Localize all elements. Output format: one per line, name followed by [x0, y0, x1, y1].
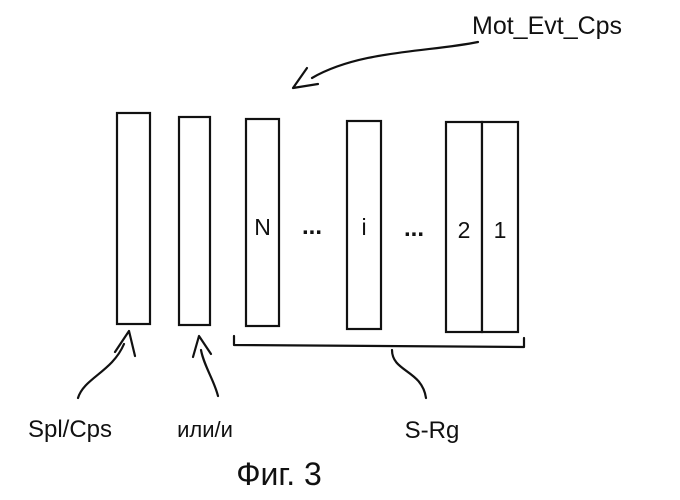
figure-caption: Фиг. 3 [236, 456, 322, 492]
mot-evt-cps-arrowhead [293, 68, 318, 88]
register-i-label: i [361, 214, 366, 240]
spl-cps-arrowhead [115, 331, 135, 356]
s-rg-label: S-Rg [405, 417, 460, 444]
or-and-arrow [201, 350, 218, 396]
s-rg-leader [392, 350, 426, 398]
or-and-register [179, 117, 210, 325]
or-and-label: или/и [177, 417, 233, 442]
spl-cps-arrow [78, 344, 124, 398]
register-n-label: N [254, 214, 271, 240]
spl-cps-label: Spl/Cps [28, 416, 112, 443]
mot-evt-cps-label: Mot_Evt_Cps [472, 12, 622, 40]
s-rg-bracket [234, 336, 524, 347]
register-1-label: 1 [494, 217, 507, 243]
register-2-label: 2 [458, 217, 471, 243]
spl-cps-register [117, 113, 150, 324]
ellipsis-right: ... [404, 215, 424, 242]
ellipsis-left: ... [302, 213, 322, 240]
mot-evt-cps-arrow [312, 42, 478, 78]
